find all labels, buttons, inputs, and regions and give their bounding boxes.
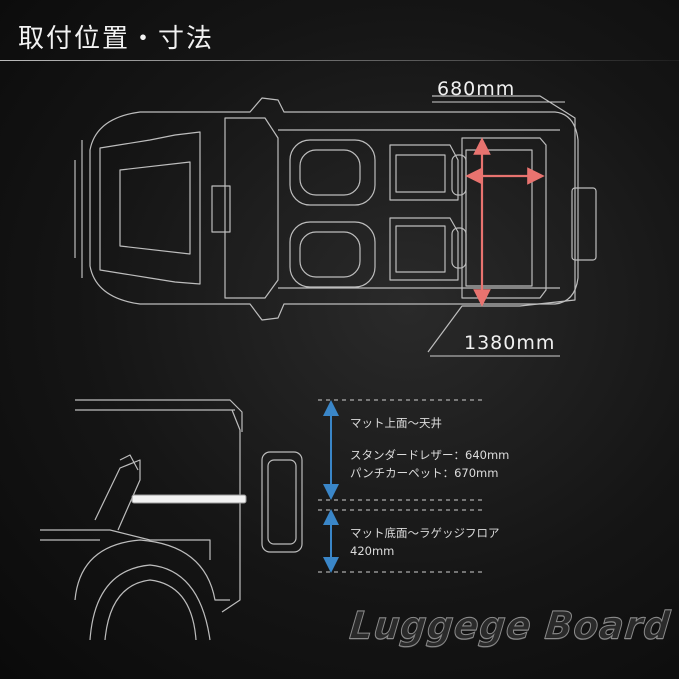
side-view xyxy=(40,399,303,641)
rear-seats xyxy=(389,144,467,281)
car-body-outline xyxy=(89,97,579,321)
lower-value: 420mm xyxy=(350,544,395,558)
top-view xyxy=(74,95,597,353)
windshield xyxy=(99,131,201,285)
upper-value-carpet: パンチカーペット：670mm xyxy=(350,466,499,480)
spare-tire-side xyxy=(261,451,303,553)
front-seat-right xyxy=(289,221,376,288)
spare-tire-top xyxy=(571,187,597,261)
upper-label: マット上面〜天井 xyxy=(350,416,442,430)
wheel-arch xyxy=(74,539,230,601)
front-seat-left xyxy=(289,139,376,206)
lower-label: マット底面〜ラゲッジフロア xyxy=(350,526,500,540)
luggage-board-side xyxy=(131,494,247,504)
callout-frame xyxy=(427,95,576,353)
width-label: 680mm xyxy=(437,78,516,100)
upper-value-leather: スタンダードレザー：640mm xyxy=(350,448,510,462)
side-panel xyxy=(221,409,241,613)
roof-line xyxy=(75,399,243,432)
wheel xyxy=(89,564,211,641)
page-title: 取付位置・寸法 xyxy=(18,24,215,54)
reference-lines xyxy=(318,399,485,573)
brand-logo: Luggege Board xyxy=(347,604,673,649)
luggage-board-outline xyxy=(461,137,547,299)
length-label: 1380mm xyxy=(464,332,556,354)
title-divider xyxy=(0,60,679,61)
